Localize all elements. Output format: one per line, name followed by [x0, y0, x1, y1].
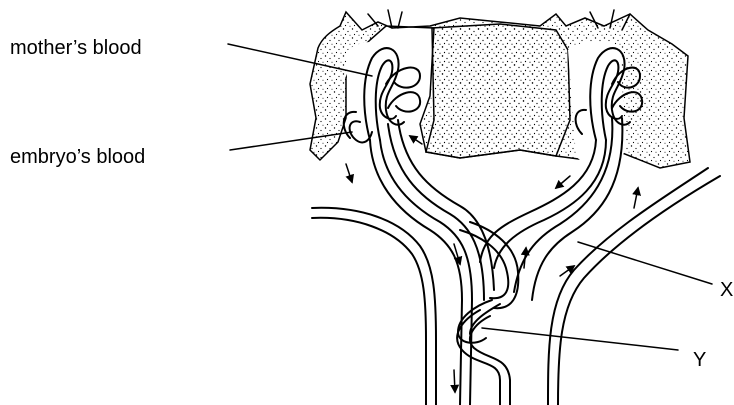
label-mothers-blood: mother’s blood: [10, 38, 142, 58]
y-pointer: [482, 328, 678, 350]
label-y: Y: [693, 350, 706, 370]
label-x: X: [720, 280, 733, 300]
label-embryos-blood: embryo’s blood: [10, 147, 145, 167]
maternal-tissue: [310, 10, 690, 172]
